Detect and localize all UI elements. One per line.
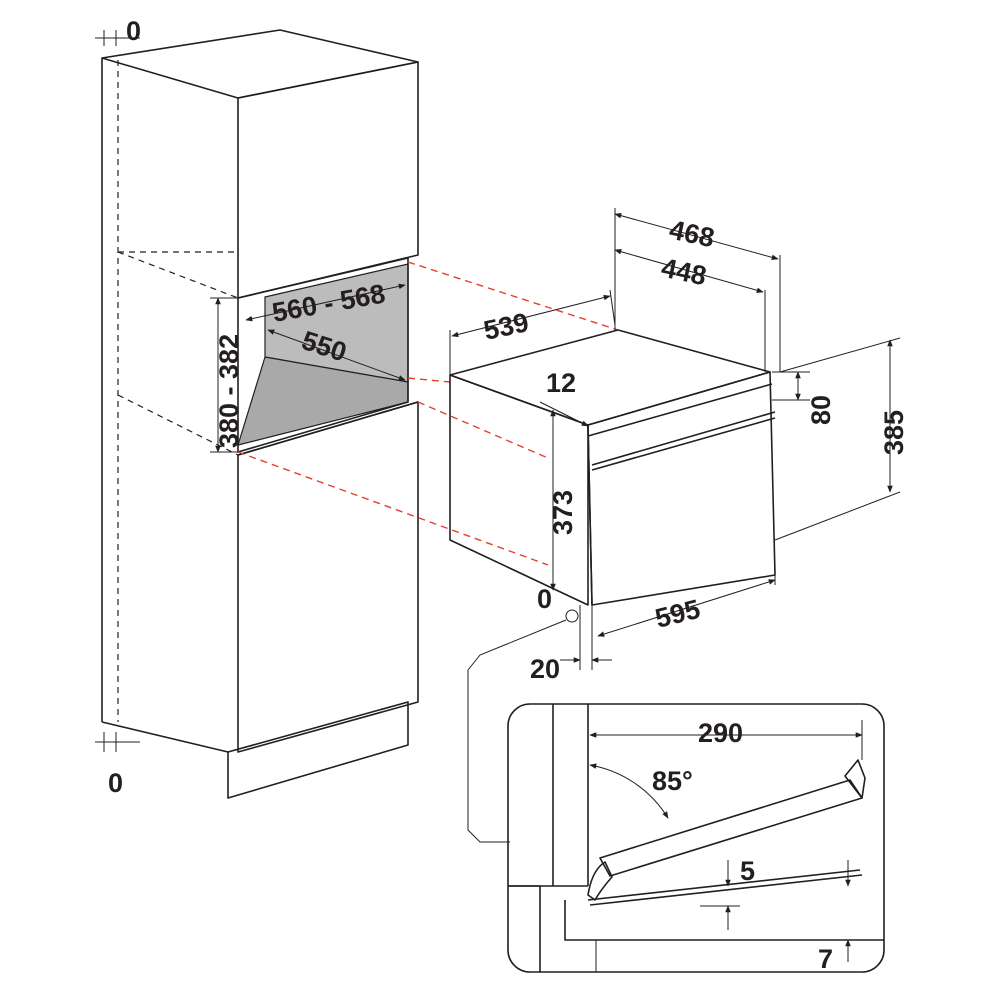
label-door-open-depth: 290: [698, 718, 743, 748]
detail-marker: [565, 609, 579, 623]
oven-dimensions: [449, 208, 901, 843]
oven-unit: [449, 329, 776, 606]
label-oven-body-width: 539: [481, 307, 531, 346]
label-bottom-clearance: 7: [818, 944, 833, 974]
label-panel-height: 80: [806, 395, 836, 425]
label-door-angle: 85°: [652, 766, 693, 796]
door-hinge: [587, 861, 613, 901]
cabinet-upper-front: [237, 61, 419, 299]
oven-top: [449, 329, 771, 426]
label-body-height: 373: [548, 490, 578, 535]
cabinet-plinth: [227, 701, 409, 799]
label-oven-width: 595: [652, 594, 703, 634]
niche-dimensions: [95, 30, 406, 752]
cabinet-lower-front: [237, 401, 419, 753]
label-oven-depth-outer: 468: [667, 215, 717, 254]
label-niche-height: 380 - 382: [214, 334, 244, 448]
label-door-clearance: 5: [740, 856, 755, 886]
label-gap-bottom: 0: [108, 768, 123, 798]
cabinet-top-face: [101, 29, 419, 99]
detail-frame: [507, 703, 885, 973]
label-gap-top: 0: [126, 16, 141, 46]
label-front-projection: 20: [530, 654, 560, 684]
oven-side: [449, 374, 589, 606]
oven-front: [587, 371, 776, 606]
open-door: [599, 779, 863, 877]
door-detail-view: [507, 703, 885, 973]
label-oven-depth-inner: 448: [659, 253, 709, 292]
label-oven-height: 385: [879, 410, 909, 455]
label-front-gap: 0: [537, 584, 552, 614]
label-front-offset: 12: [546, 368, 576, 398]
